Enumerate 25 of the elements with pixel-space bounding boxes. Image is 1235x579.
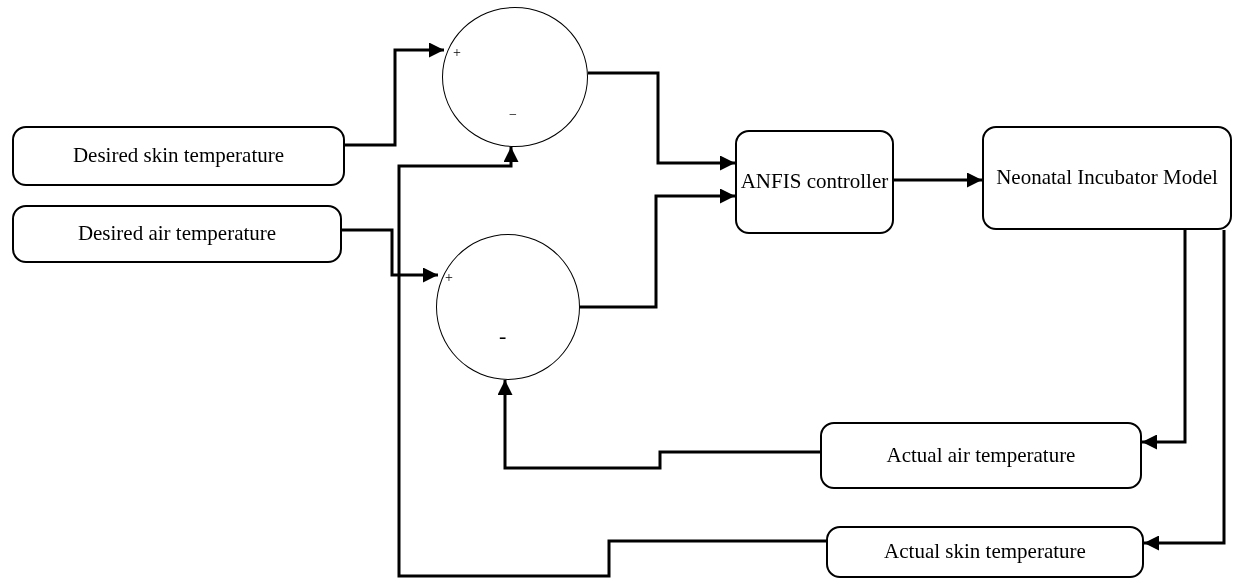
arrow [588,71,735,171]
node-label: ANFIS controller [740,169,889,195]
input-box [12,126,345,186]
node-label: Actual skin temperature [884,539,1086,565]
controller-box [735,130,894,234]
model-box [982,126,1232,230]
arrow [342,228,438,283]
arrow [894,172,982,188]
arrow [580,188,735,309]
sign-label: + [453,46,461,60]
arrow [497,380,820,470]
arrow [1144,230,1226,551]
arrow [345,42,444,147]
sign-label: − [509,108,517,122]
sign-label: - [499,325,507,347]
output-box [826,526,1144,578]
input-box [12,205,342,263]
node-label: Actual air temperature [886,442,1076,469]
node-label: Desired skin temperature [72,143,285,169]
output-box [820,422,1142,489]
node-label: Desired air temperature [77,221,277,247]
arrow [397,147,826,578]
sign-label: + [445,271,453,285]
node-label: Neonatal Incubator Model [996,165,1218,191]
arrow [1142,230,1187,450]
